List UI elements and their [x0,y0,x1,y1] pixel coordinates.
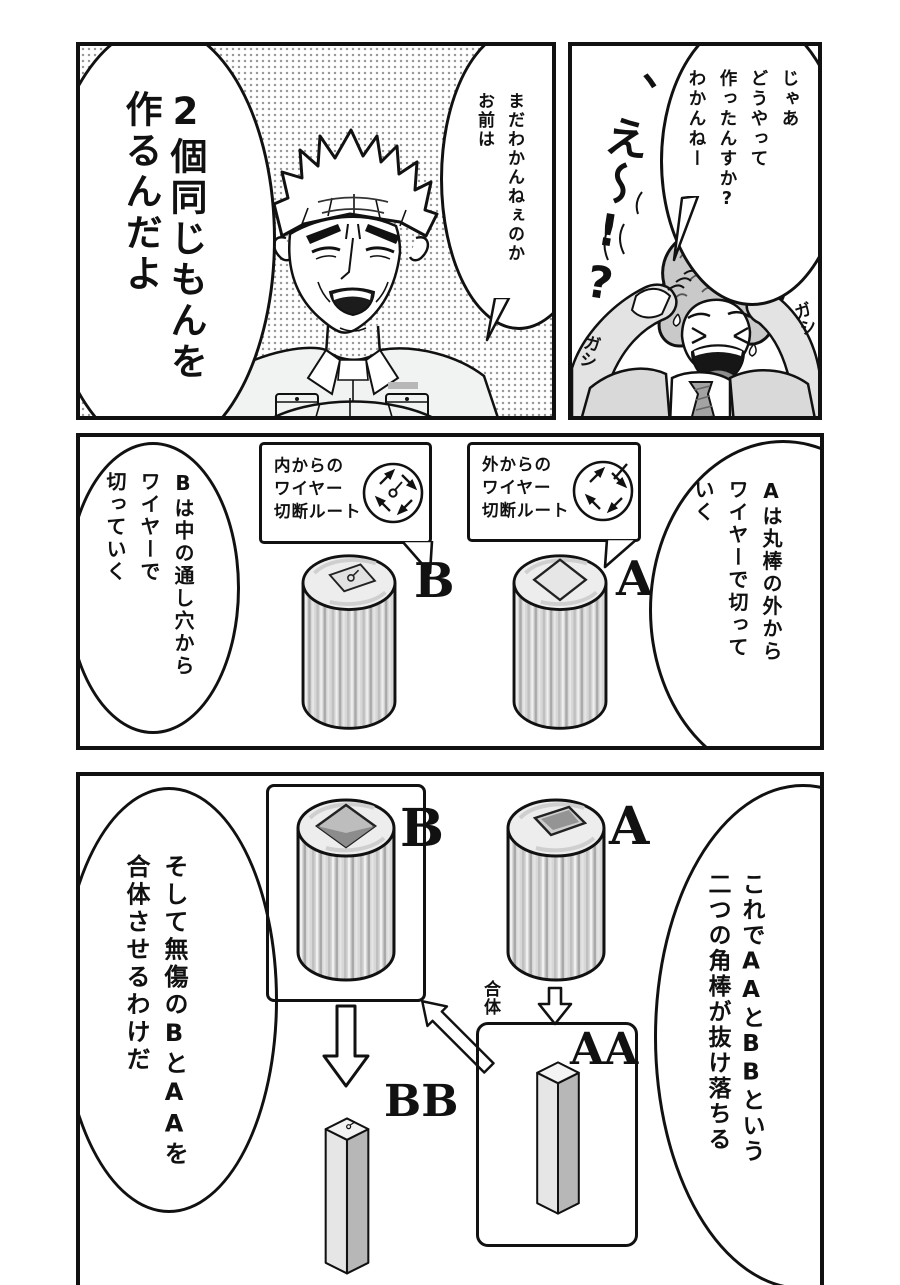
merge-arrow-icon [421,1000,495,1074]
panel-2: Bは中の通し穴から ワイヤーで 切っていく 内からの ワイヤー 切断ルート [76,433,824,750]
cylinder-a-illustration-2 [506,798,606,982]
reply-text: まだわかんねぇのか お前は [474,92,524,263]
reply-bubble-tail [485,298,511,342]
outer-cut-route-icon [572,460,634,522]
down-arrow-icon-a [537,986,573,1026]
panel2-label-b: B [414,553,455,609]
panel3-label-b: B [400,798,444,859]
panel3-left-text: そして無傷のBとAAを 合体させるわけだ [122,854,188,1169]
inner-cut-callout-text: 内からの ワイヤー 切断ルート [274,456,362,521]
panel2-right-text: Aは丸棒の外から ワイヤーで切って いく [691,479,783,663]
apprentice-speech-text: じゃあ どうやって 作ったんすか? わかんねー [686,69,799,212]
cylinder-a-illustration [512,554,608,730]
panel2-left-bubble [80,442,240,734]
panel3-label-a: A [609,796,650,857]
square-bar-bb-illustration [324,1117,370,1275]
foreman-character [211,128,499,416]
panel2-left-text: Bは中の通し穴から ワイヤーで 切っていく [103,471,195,678]
apprentice-bubble-tail [672,196,700,262]
panel3-label-bb: BB [384,1076,459,1127]
outer-cut-callout-text: 外からの ワイヤー 切断ルート [482,455,570,520]
panel2-label-a: A [616,551,654,607]
panel-1-left: 2個同じもんを 作るんだよ まだわかんねぇのか お前は [76,42,556,420]
jacket-logo [388,382,418,389]
square-bar-aa-box [476,1022,638,1247]
outer-callout-tail [603,539,639,569]
apprentice-bubble [660,46,818,306]
shout-text: 2個同じもんを 作るんだよ [119,90,207,383]
inner-cut-route-icon [362,462,424,524]
panel3-right-text: これでAAとBBという 二つの角棒が抜け落ちる [704,872,764,1165]
inner-callout-tail [400,541,434,575]
down-arrow-icon-b [322,1004,370,1088]
cylinder-b-illustration-2 [296,798,396,982]
shout-bubble [80,46,276,416]
panel3-label-aa: AA [570,1024,639,1075]
panel-3: そして無傷のBとAAを 合体させるわけだ B A 合体 [76,772,824,1285]
merge-label: 合体 [480,980,500,1016]
panel-1-right: じゃあ どうやって 作ったんすか? わかんねー 、え～!? ガシ ガシ [568,42,822,420]
cylinder-b-illustration [301,554,397,730]
square-bar-aa-illustration [536,1061,580,1215]
cylinder-b-box [266,784,426,1002]
